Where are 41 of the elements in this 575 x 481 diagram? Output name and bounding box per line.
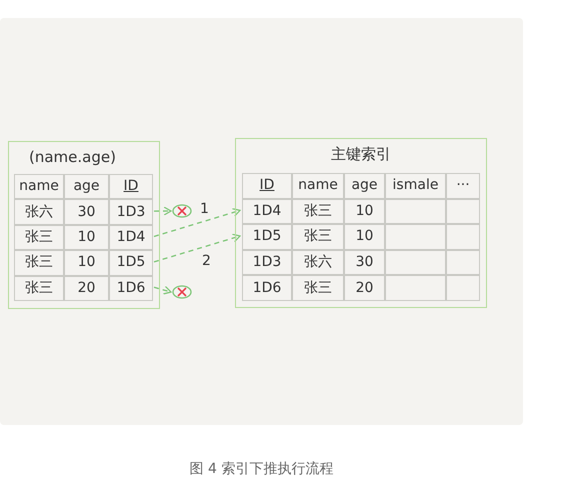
table-cell: 10 (344, 198, 385, 224)
column-header: age (64, 174, 109, 200)
column-header: ID (242, 173, 292, 199)
table-cell: 张三 (292, 198, 344, 224)
column-header: ··· (446, 173, 480, 199)
table-cell: 30 (344, 250, 385, 276)
caption: 图 4 索引下推执行流程 (188, 460, 334, 479)
table-cell: 10 (64, 224, 109, 250)
dashed-arrow (154, 208, 241, 238)
table-cell: 1D6 (109, 276, 153, 301)
table-cell: 张三 (292, 224, 344, 250)
column-header: ismale (385, 173, 446, 199)
column-header: name (14, 174, 64, 200)
table-cell: 张三 (14, 224, 64, 250)
table-cell: 张六 (292, 250, 344, 276)
table-cell: 20 (344, 275, 385, 301)
table-cell: 1D3 (242, 250, 292, 276)
table-cell: 张三 (14, 276, 64, 301)
table-cell: 1D4 (242, 198, 292, 224)
table-cell: 张三 (292, 275, 344, 301)
table-cell: 1D6 (242, 275, 292, 301)
table-cell: 1D5 (109, 250, 153, 276)
table-frame (8, 141, 160, 309)
column-header: name (292, 173, 344, 199)
table-frame (235, 138, 487, 308)
dashed-arrow (154, 206, 172, 216)
table-cell: 20 (64, 276, 109, 301)
dashed-arrow (154, 286, 172, 295)
dashed-arrow (154, 234, 241, 263)
table-cell: 30 (64, 199, 109, 225)
table-title: (name.age) (29, 147, 116, 168)
table-cell: 张六 (14, 199, 64, 225)
table-cell: 10 (64, 250, 109, 276)
column-header: age (344, 173, 385, 199)
table-cell: 1D5 (242, 224, 292, 250)
column-header: ID (109, 174, 153, 200)
table-cell: 10 (344, 224, 385, 250)
table-title: 主键索引 (330, 144, 392, 165)
table-cell: 1D3 (109, 199, 153, 225)
table-cell: 1D4 (109, 224, 153, 250)
table-cell: 张三 (14, 250, 64, 276)
